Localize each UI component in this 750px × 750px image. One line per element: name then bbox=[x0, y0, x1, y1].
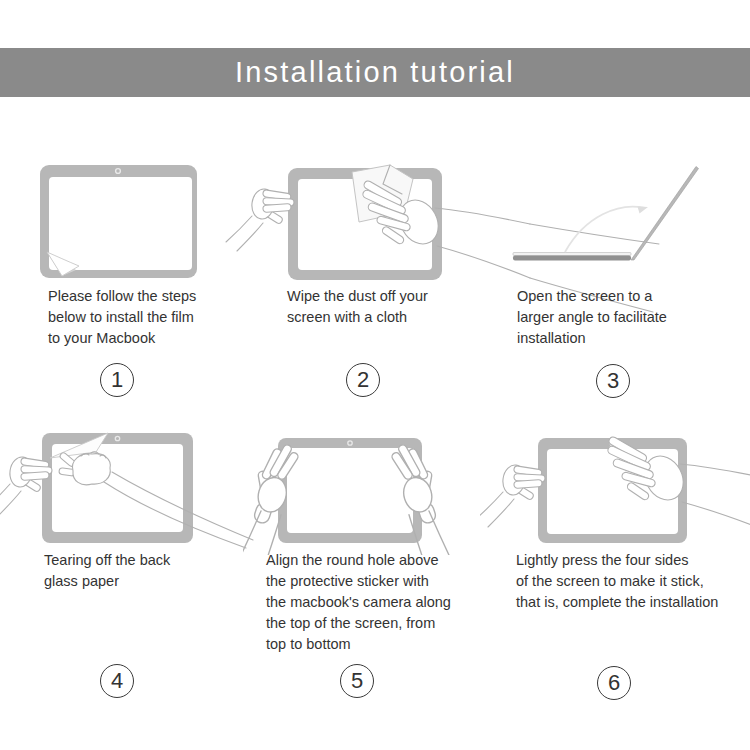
step-caption-4: Tearing off the back glass paper bbox=[44, 550, 244, 592]
step-caption-6: Lightly press the four sides of the scre… bbox=[516, 550, 750, 613]
step-number-3: 3 bbox=[596, 364, 630, 398]
press-sides-illustration bbox=[480, 420, 750, 555]
tear-paper-illustration bbox=[0, 420, 258, 555]
step-caption-3: Open the screen to a larger angle to fac… bbox=[517, 286, 727, 349]
step-number-4: 4 bbox=[100, 664, 134, 698]
step-number-5: 5 bbox=[340, 664, 374, 698]
step-caption-1: Please follow the steps below to install… bbox=[48, 286, 248, 349]
open-laptop-illustration bbox=[495, 152, 750, 277]
step-number-1: 1 bbox=[100, 363, 134, 397]
step-caption-5: Align the round hole above the protectiv… bbox=[266, 550, 496, 655]
film-peel-illustration bbox=[38, 163, 198, 283]
holding-hand-icon bbox=[226, 188, 294, 251]
open-arrow-icon bbox=[565, 207, 645, 252]
step-number-6: 6 bbox=[597, 666, 631, 700]
step-caption-2: Wipe the dust off your screen with a clo… bbox=[287, 286, 487, 328]
step-number-2: 2 bbox=[346, 363, 380, 397]
laptop-base-icon bbox=[513, 253, 631, 256]
align-film-illustration bbox=[243, 425, 507, 555]
page-title: Installation tutorial bbox=[0, 48, 750, 97]
holding-hand-icon bbox=[480, 464, 545, 527]
laptop-screen-icon bbox=[631, 167, 699, 261]
